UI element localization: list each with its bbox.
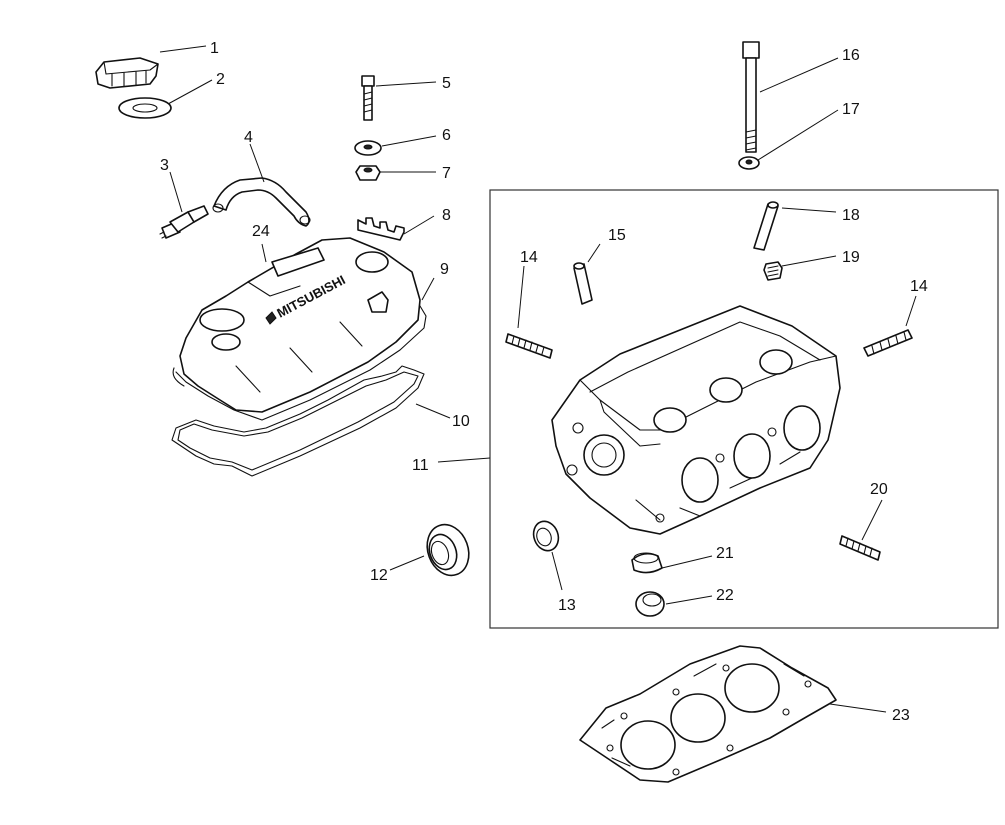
rocker-cover-gasket xyxy=(171,365,425,477)
callout-labels: 1 2 3 4 5 6 7 8 9 10 11 12 13 14 14 15 1… xyxy=(160,40,928,724)
exhaust-stud xyxy=(839,535,881,561)
callout-12: 12 xyxy=(370,567,388,584)
callout-2: 2 xyxy=(216,71,225,88)
rubber-grommet xyxy=(355,165,381,181)
callout-14-right: 14 xyxy=(910,278,928,295)
callout-4: 4 xyxy=(244,129,253,146)
callout-7: 7 xyxy=(442,165,451,182)
callout-10: 10 xyxy=(452,413,470,430)
ventilation-hose xyxy=(212,177,311,227)
cylinder-head-gasket xyxy=(579,645,837,783)
callout-5: 5 xyxy=(442,75,451,92)
callout-3: 3 xyxy=(160,157,169,174)
rocker-cover: MITSUBISHI xyxy=(172,237,427,421)
leader-lines xyxy=(159,45,917,713)
threaded-plug xyxy=(763,261,783,281)
valve-guide xyxy=(573,262,593,305)
valve-stem-seal xyxy=(532,520,560,552)
callout-13: 13 xyxy=(558,597,576,614)
cover-label-plate xyxy=(271,247,325,277)
cylinder-head-bolt xyxy=(742,41,760,153)
callout-6: 6 xyxy=(442,127,451,144)
spark-plug-tube-seal xyxy=(631,552,663,574)
callout-9: 9 xyxy=(440,261,449,278)
callout-20: 20 xyxy=(870,481,888,498)
dowel-pin xyxy=(753,201,779,251)
stud-bolt-left xyxy=(505,333,553,359)
callout-1: 1 xyxy=(210,40,219,57)
stud-bolt-right xyxy=(863,329,913,357)
head-bolt-washer xyxy=(738,156,760,170)
callout-23: 23 xyxy=(892,707,910,724)
filler-cap-gasket xyxy=(118,97,172,119)
callout-24: 24 xyxy=(252,223,270,240)
callout-22: 22 xyxy=(716,587,734,604)
camshaft-oil-seal xyxy=(426,523,470,577)
callout-17: 17 xyxy=(842,101,860,118)
callout-16: 16 xyxy=(842,47,860,64)
cylinder-head-seal xyxy=(635,591,665,617)
cable-holder-clip xyxy=(357,217,405,241)
cover-bolt xyxy=(361,75,375,121)
pcv-valve xyxy=(159,205,209,239)
callout-19: 19 xyxy=(842,249,860,266)
callout-15: 15 xyxy=(608,227,626,244)
sealing-washer xyxy=(354,140,382,156)
oil-filler-cap xyxy=(95,57,159,89)
cylinder-head-group-frame xyxy=(489,189,999,629)
callout-11: 11 xyxy=(412,457,429,474)
callout-8: 8 xyxy=(442,207,451,224)
callout-14-left: 14 xyxy=(520,249,538,266)
cylinder-head xyxy=(551,305,841,535)
callout-21: 21 xyxy=(716,545,734,562)
callout-18: 18 xyxy=(842,207,860,224)
